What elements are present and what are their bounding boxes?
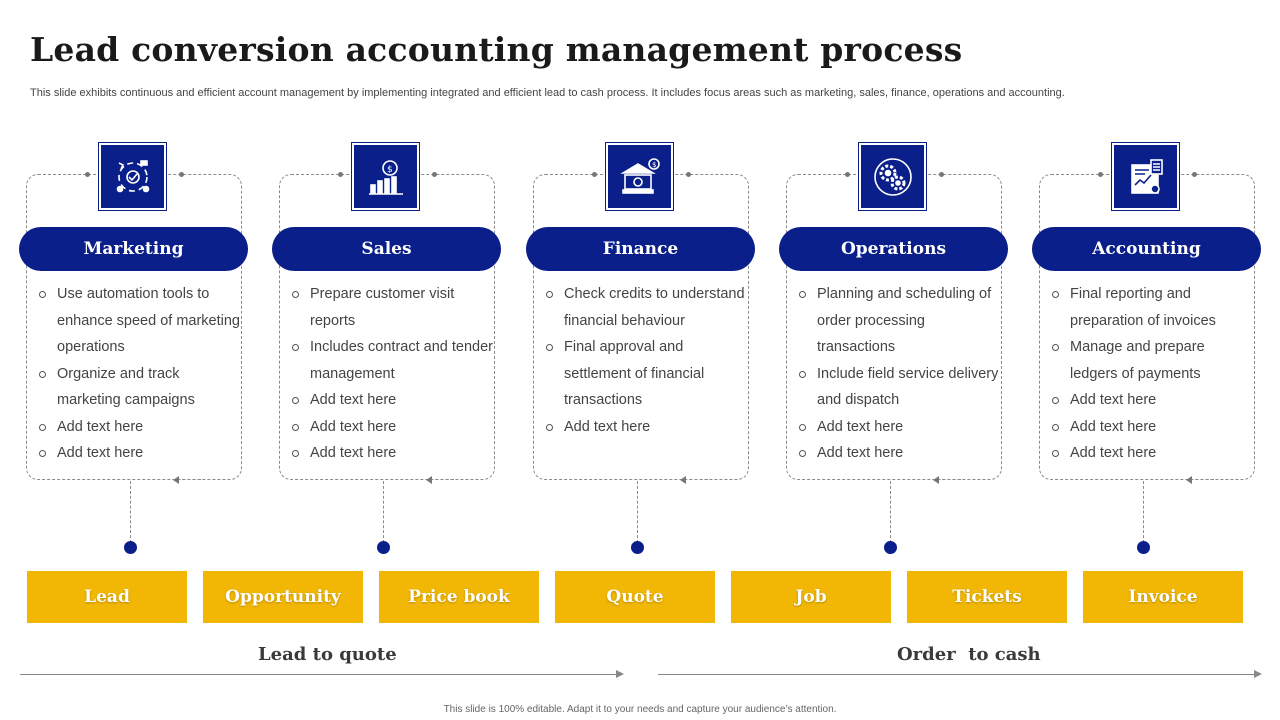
list-item: Add text here [290,414,495,441]
list-item: Check credits to understand financial be… [544,281,749,334]
frame-dot [845,172,850,177]
frame-dot [939,172,944,177]
frame-dot [686,172,691,177]
frame-arrow-line [177,479,201,480]
list-item: Add text here [290,387,495,414]
list-item: Include field service delivery and dispa… [797,361,1002,414]
frame-dot [1098,172,1103,177]
svg-text:$: $ [652,161,656,169]
stage-lead: Lead [27,571,187,623]
connector-line [383,481,384,543]
column-accounting: Accounting Final reporting and preparati… [1032,142,1262,563]
connector-dot [377,541,390,554]
category-pill-operations: Operations [779,227,1008,271]
frame-arrow [933,476,939,484]
connector-line [130,481,131,543]
stage-quote: Quote [555,571,715,623]
stage-price-book: Price book [379,571,539,623]
phase-arrowhead-left [616,670,624,678]
list-item: Add text here [797,414,1002,441]
frame-arrow [1186,476,1192,484]
list-item: Organize and track marketing campaigns [37,361,242,414]
frame-dot [179,172,184,177]
sales-growth-chart-icon: $ [351,142,420,211]
category-pill-finance: Finance [526,227,755,271]
footer-note: This slide is 100% editable. Adapt it to… [443,704,837,715]
frame-arrow-line [1190,479,1214,480]
svg-text:$: $ [387,165,393,175]
bank-finance-icon: $ [605,142,674,211]
frame-dot [432,172,437,177]
category-pill-marketing: Marketing [19,227,248,271]
stage-tickets: Tickets [907,571,1067,623]
stage-invoice: Invoice [1083,571,1243,623]
connector-line [1143,481,1144,543]
bullet-list: Planning and scheduling of order process… [797,281,1002,467]
category-pill-accounting: Accounting [1032,227,1261,271]
frame-dot [338,172,343,177]
phase-arrow-line-right [658,674,1256,675]
bullet-list: Prepare customer visit reports Includes … [290,281,495,467]
frame-arrow [426,476,432,484]
column-operations: Operations Planning and scheduling of or… [779,142,1009,563]
list-item: Add text here [290,440,495,467]
list-item: Use automation tools to enhance speed of… [37,281,242,361]
bullet-list: Use automation tools to enhance speed of… [37,281,242,467]
bullet-list: Final reporting and preparation of invoi… [1050,281,1255,467]
connector-dot [884,541,897,554]
list-item: Add text here [544,414,749,441]
phase-label-order-to-cash: Order to cash [897,644,1041,665]
phase-arrow-line-left [20,674,618,675]
frame-arrow-line [430,479,454,480]
frame-dot [1192,172,1197,177]
column-sales: $ Sales Prepare customer visit reports I… [272,142,502,563]
list-item: Prepare customer visit reports [290,281,495,334]
connector-dot [1137,541,1150,554]
list-item: Final approval and settlement of financi… [544,334,749,414]
list-item: Add text here [1050,414,1255,441]
connector-dot [124,541,137,554]
frame-arrow-line [937,479,961,480]
calculator-ledger-icon [1111,142,1180,211]
bullet-list: Check credits to understand financial be… [544,281,749,440]
automation-cycle-icon [98,142,167,211]
page-title: Lead conversion accounting management pr… [30,30,963,69]
list-item: Manage and prepare ledgers of payments [1050,334,1255,387]
gears-icon [858,142,927,211]
page-subtitle: This slide exhibits continuous and effic… [30,87,1065,99]
frame-dot [85,172,90,177]
category-pill-sales: Sales [272,227,501,271]
list-item: Includes contract and tender management [290,334,495,387]
list-item: Add text here [1050,387,1255,414]
list-item: Final reporting and preparation of invoi… [1050,281,1255,334]
connector-line [637,481,638,543]
frame-arrow [680,476,686,484]
list-item: Planning and scheduling of order process… [797,281,1002,361]
frame-dot [592,172,597,177]
list-item: Add text here [1050,440,1255,467]
connector-dot [631,541,644,554]
list-item: Add text here [797,440,1002,467]
stage-opportunity: Opportunity [203,571,363,623]
frame-arrow [173,476,179,484]
phase-arrowhead-right [1254,670,1262,678]
column-finance: $ Finance Check credits to understand fi… [526,142,756,563]
frame-arrow-line [684,479,708,480]
list-item: Add text here [37,414,242,441]
list-item: Add text here [37,440,242,467]
phase-label-lead-to-quote: Lead to quote [258,644,397,665]
stage-job: Job [731,571,891,623]
connector-line [890,481,891,543]
column-marketing: Marketing Use automation tools to enhanc… [19,142,249,563]
